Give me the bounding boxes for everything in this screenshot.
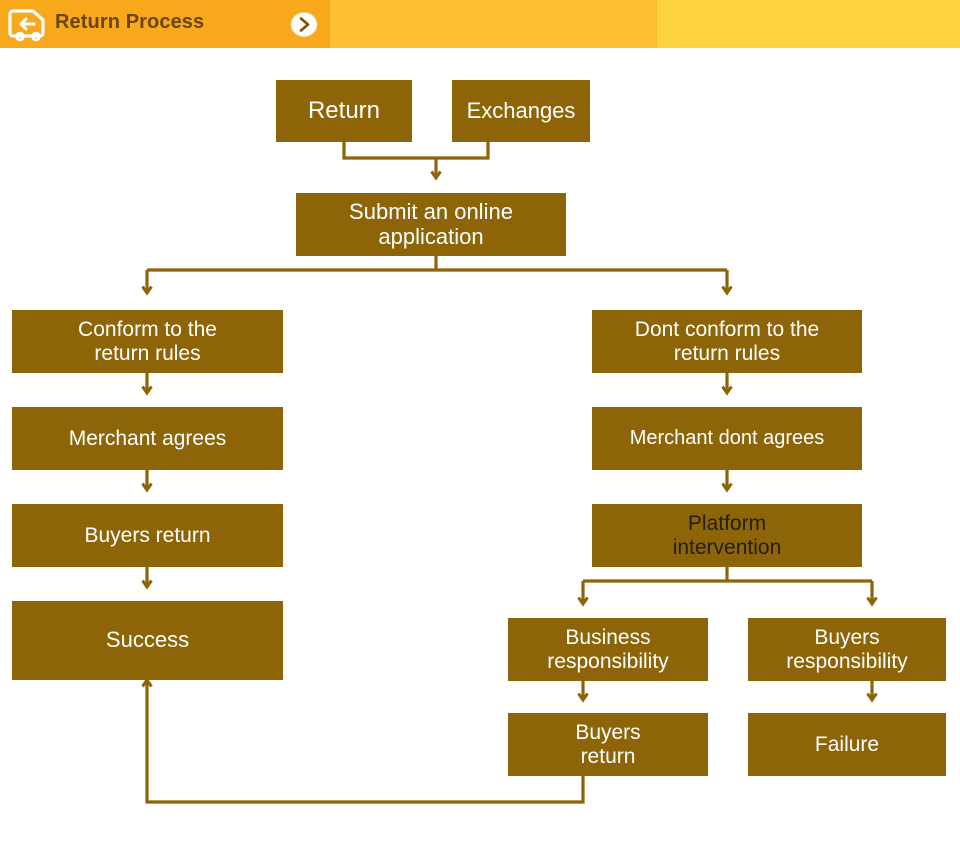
node-exchanges: Exchanges (452, 80, 590, 142)
header-bar: Return Process (0, 0, 960, 48)
node-exchanges-label: Exchanges (466, 97, 576, 123)
node-conform-line2: return rules (94, 341, 201, 365)
node-business-resp-line1: Business (565, 625, 651, 649)
node-business-responsibility: Business responsibility (508, 618, 708, 681)
node-success-label: Success (105, 627, 190, 653)
node-success: Success (12, 601, 283, 680)
page-title: Return Process (55, 11, 205, 33)
node-buyers-responsibility: Buyers responsibility (748, 618, 946, 681)
return-truck-icon (7, 4, 51, 44)
node-buyers-return-right-line2: return (580, 744, 636, 768)
node-merchant-agrees: Merchant agrees (12, 407, 283, 470)
header-band-right (657, 0, 960, 48)
node-buyers-resp-line1: Buyers (814, 625, 880, 649)
node-submit-line2: application (378, 223, 484, 249)
node-return: Return (276, 80, 412, 142)
node-merchant-dont-agrees-label: Merchant dont agrees (629, 427, 825, 450)
node-dont-conform-line1: Dont conform to the (634, 317, 820, 341)
node-failure-label: Failure (814, 732, 880, 756)
node-dont-conform-line2: return rules (673, 341, 781, 365)
node-buyers-return-right-line1: Buyers (575, 720, 641, 744)
node-platform-intervention: Platform intervention (592, 504, 862, 567)
edge-buyers-return-back-to-success (147, 680, 585, 804)
node-platform-line2: intervention (672, 535, 782, 559)
node-conform-line1: Conform to the (78, 317, 217, 341)
node-return-label: Return (307, 96, 381, 124)
edge-return-exchanges-merge (342, 142, 490, 160)
header-band-middle (330, 0, 657, 48)
node-buyers-return-left: Buyers return (12, 504, 283, 567)
node-buyers-return-left-label: Buyers return (84, 523, 211, 547)
node-business-resp-line2: responsibility (547, 649, 669, 673)
node-buyers-return-right: Buyers return (508, 713, 708, 776)
header-band-left (0, 0, 330, 48)
chevron-right-icon (299, 17, 310, 32)
node-failure: Failure (748, 713, 946, 776)
node-submit-online-application: Submit an online application (296, 193, 566, 256)
node-platform-line1: Platform (687, 511, 767, 535)
next-button[interactable] (286, 11, 322, 38)
node-dont-conform-to-return-rules: Dont conform to the return rules (592, 310, 862, 373)
node-submit-line1: Submit an online (349, 198, 513, 224)
node-merchant-dont-agrees: Merchant dont agrees (592, 407, 862, 470)
node-buyers-resp-line2: responsibility (786, 649, 908, 673)
node-conform-to-return-rules: Conform to the return rules (12, 310, 283, 373)
connector-layer (0, 142, 960, 804)
flowchart-canvas: Return Exchanges Submit an online applic… (0, 48, 960, 844)
node-merchant-agrees-label: Merchant agrees (68, 426, 227, 450)
